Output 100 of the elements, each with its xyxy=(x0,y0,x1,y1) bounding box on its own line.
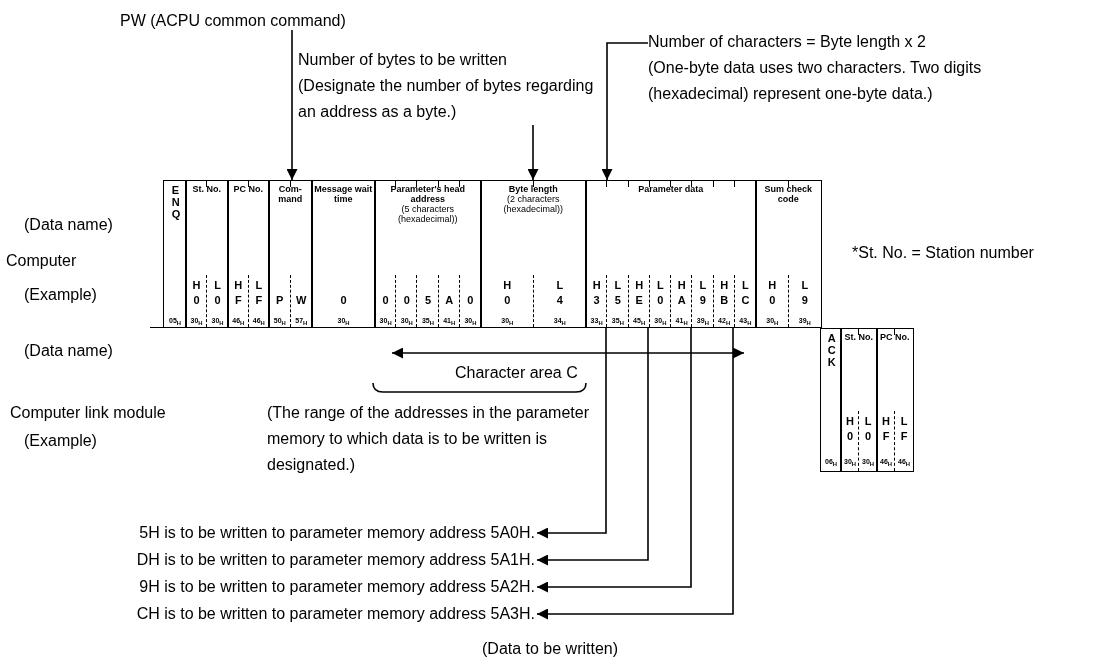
frame-field xyxy=(163,180,187,328)
frame-field xyxy=(820,328,842,472)
annotation-text: 9H is to be written to parameter memory address 5A2H. xyxy=(0,574,535,600)
digit-position-label: L xyxy=(656,279,665,292)
label-text: Computer xyxy=(6,251,77,271)
example-character: P xyxy=(275,294,285,307)
example-character: 0 xyxy=(768,294,777,307)
frame-field xyxy=(268,180,313,328)
annotation-text: Number of bytes to be written xyxy=(298,50,508,70)
example-character: F xyxy=(254,294,264,307)
digit-position-label: H xyxy=(676,279,687,292)
digit-position-label: L xyxy=(555,279,565,292)
example-character: C xyxy=(740,294,751,307)
field-name: (2 characters (hexadecimal)) xyxy=(502,194,564,214)
arrow xyxy=(286,29,298,181)
example-character: 0 xyxy=(402,294,411,307)
example-character: B xyxy=(719,294,730,307)
example-character: 9 xyxy=(698,294,707,307)
frame-field xyxy=(374,180,482,328)
annotation-text: CH is to be written to parameter memory address 5A3H. xyxy=(0,601,535,627)
example-character: 0 xyxy=(213,294,222,307)
digit-position-label: H xyxy=(719,279,730,292)
annotation-text: Number of characters = Byte length x 2 xyxy=(648,32,927,52)
example-character: 4 xyxy=(555,294,564,307)
digit-position-label: L xyxy=(899,415,909,428)
frame-field xyxy=(311,180,376,328)
example-character: F xyxy=(881,430,891,443)
example-character: A xyxy=(444,294,455,307)
digit-position-label: L xyxy=(800,279,810,292)
example-character: 0 xyxy=(845,430,855,443)
field-name: Com- mand xyxy=(277,184,304,204)
example-character: 5 xyxy=(613,294,622,307)
digit-position-label: H xyxy=(634,279,645,292)
field-name: Parameter's head address xyxy=(389,184,467,204)
label-text: *St. No. = Station number xyxy=(852,243,1034,263)
field-name: St. No. xyxy=(191,184,222,194)
label-text: (Example) xyxy=(24,285,97,305)
arrow xyxy=(536,327,649,566)
frame-field xyxy=(755,180,822,328)
digit-position-label: L xyxy=(741,279,750,292)
frame-field xyxy=(480,180,587,328)
frame-field xyxy=(585,180,757,328)
label-text: (Data to be written) xyxy=(482,639,619,659)
annotation-text: PW (ACPU common command) xyxy=(120,8,420,34)
frame-field xyxy=(227,180,270,328)
digit-position-label: H xyxy=(767,279,778,292)
field-name: Parameter data xyxy=(637,184,705,194)
label-text: Character area C xyxy=(455,363,578,383)
example-character: 0 xyxy=(381,294,390,307)
example-character: 0 xyxy=(339,294,348,307)
example-character: 0 xyxy=(503,294,512,307)
field-name: St. No. xyxy=(843,332,874,342)
field-name: (5 characters (hexadecimal)) xyxy=(397,204,459,224)
arrow xyxy=(536,327,692,593)
arrow xyxy=(527,124,539,181)
arrow xyxy=(601,42,649,181)
annotation-text: 5H is to be written to parameter memory address 5A0H. xyxy=(0,520,535,546)
field-name: ENQ xyxy=(171,184,178,220)
example-character: 0 xyxy=(863,430,873,443)
digit-position-label: H xyxy=(845,415,855,428)
example-character: 0 xyxy=(192,294,201,307)
field-name: PC No. xyxy=(232,184,264,194)
annotation-text: (Designate the number of bytes regarding an address as a byte.) xyxy=(298,76,595,122)
frame-field xyxy=(840,328,878,472)
example-character: 5 xyxy=(423,294,433,307)
example-character: 3 xyxy=(592,294,601,307)
label-text: (Data name) xyxy=(24,341,113,361)
arrow xyxy=(536,327,734,620)
example-character: 0 xyxy=(656,294,665,307)
example-character: W xyxy=(295,294,308,307)
digit-position-label: L xyxy=(254,279,264,292)
note-text: (The range of the addresses in the parameter memory to which data is to be written is designated.) xyxy=(267,403,590,475)
digit-position-label: L xyxy=(213,279,222,292)
digit-position-label: H xyxy=(233,279,244,292)
digit-position-label: L xyxy=(863,415,873,428)
digit-position-label: H xyxy=(591,279,602,292)
digit-position-label: L xyxy=(698,279,708,292)
digit-position-label: H xyxy=(881,415,891,428)
field-name: PC No. xyxy=(879,332,911,342)
example-character: E xyxy=(634,294,644,307)
field-name: ACK xyxy=(827,332,834,368)
example-character: F xyxy=(899,430,909,443)
example-character: F xyxy=(233,294,243,307)
frame-field xyxy=(876,328,914,472)
label-text: (Data name) xyxy=(24,215,113,235)
digit-position-label: H xyxy=(502,279,513,292)
example-character: 9 xyxy=(800,294,809,307)
annotation-text: (One-byte data uses two characters. Two digits (hexadecimal) represent one-byte data.) xyxy=(648,58,983,104)
arrow xyxy=(536,327,607,539)
digit-position-label: H xyxy=(191,279,202,292)
field-name: Sum check code xyxy=(763,184,813,204)
frame-field xyxy=(185,180,229,328)
field-name: Message wait time xyxy=(313,184,374,204)
example-character: A xyxy=(676,294,687,307)
example-character: 0 xyxy=(466,294,475,307)
field-name: Byte length xyxy=(507,184,559,194)
label-text: (Example) xyxy=(24,431,97,451)
digit-position-label: L xyxy=(613,279,623,292)
annotation-text: DH is to be written to parameter memory address 5A1H. xyxy=(0,547,535,573)
label-text: Computer link module xyxy=(10,403,166,423)
